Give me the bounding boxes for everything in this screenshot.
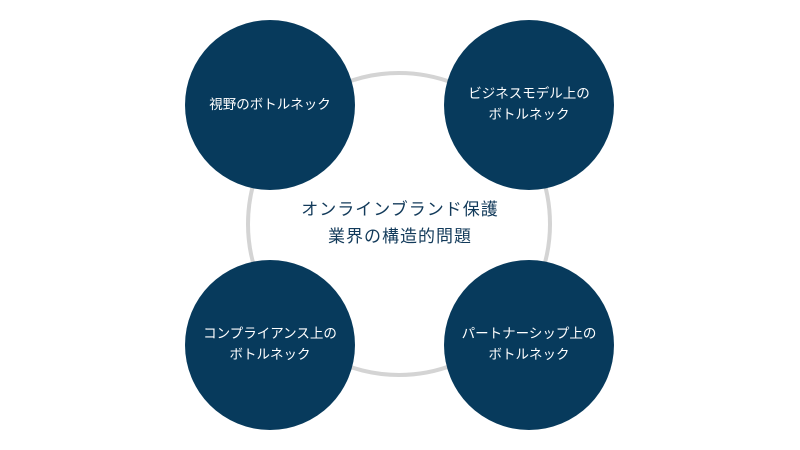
node-partnership-bottleneck: パートナーシップ上の ボトルネック	[444, 260, 614, 430]
node-vision-bottleneck-label: 視野のボトルネック	[209, 96, 331, 113]
node-business-model-label-line-2: ボトルネック	[488, 107, 570, 123]
node-partnership-label-line-1: パートナーシップ上の	[461, 326, 597, 342]
node-compliance-label-line-1: コンプライアンス上の	[203, 326, 337, 342]
node-compliance-bottleneck: コンプライアンス上の ボトルネック	[185, 260, 355, 430]
center-title: オンラインブランド保護 業界の構造的問題	[270, 197, 530, 251]
center-title-line-1: オンラインブランド保護	[301, 200, 499, 220]
center-title-line-2: 業界の構造的問題	[328, 227, 472, 247]
node-vision-bottleneck: 視野のボトルネック	[185, 20, 355, 190]
node-partnership-label-line-2: ボトルネック	[488, 347, 570, 363]
node-compliance-label-line-2: ボトルネック	[229, 347, 311, 363]
node-business-model-label-line-1: ビジネスモデル上の	[468, 86, 590, 102]
node-business-model-bottleneck: ビジネスモデル上の ボトルネック	[444, 20, 614, 190]
